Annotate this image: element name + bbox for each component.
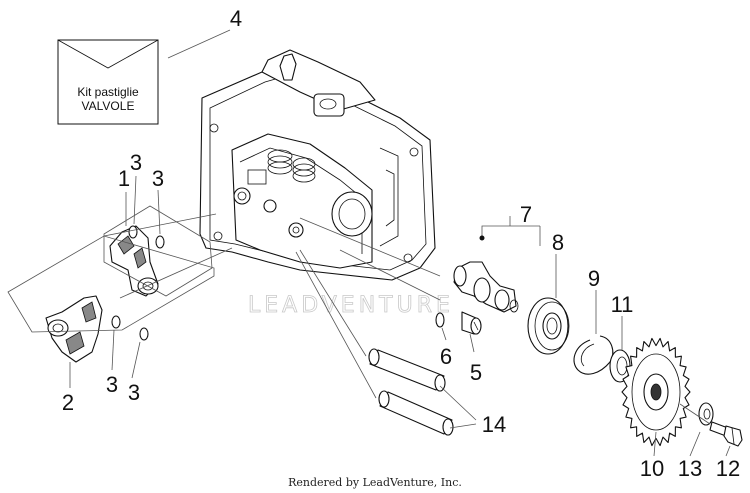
callout-1: 1 — [118, 166, 130, 191]
callout-3: 3 — [130, 150, 142, 175]
shim — [155, 235, 165, 249]
bolt — [709, 421, 743, 447]
kit-envelope: Kit pastiglie VALVOLE — [57, 39, 159, 125]
callout-11: 11 — [611, 292, 634, 317]
watermark: LEADVENTURE — [248, 293, 454, 318]
small-washer — [435, 312, 445, 328]
callout-3: 3 — [106, 372, 118, 397]
callout-9: 9 — [588, 266, 600, 291]
shim — [128, 225, 138, 239]
callout-6: 6 — [440, 344, 452, 369]
callout-8: 8 — [552, 230, 564, 255]
dowel-pin-lower — [378, 390, 454, 436]
kit-line-2: VALVOLE — [82, 99, 135, 113]
rocker-arm-lower — [45, 295, 103, 363]
kit-line-1: Kit pastiglie — [77, 85, 139, 99]
callout-3: 3 — [128, 380, 140, 405]
camshaft — [453, 261, 519, 313]
bearing — [527, 297, 570, 355]
shim — [139, 327, 149, 341]
washer-small — [698, 402, 714, 426]
callout-5: 5 — [470, 360, 482, 385]
screw — [461, 311, 482, 335]
callout-13: 13 — [678, 456, 702, 481]
sprocket — [621, 337, 691, 447]
circlip — [573, 335, 614, 375]
callout-4: 4 — [230, 6, 242, 31]
cylinder-head — [199, 49, 436, 281]
callout-7: 7 — [520, 202, 532, 227]
callout-10: 10 — [640, 456, 664, 481]
shim — [111, 315, 121, 329]
dowel-pin-upper — [368, 348, 446, 392]
callout-3: 3 — [152, 166, 164, 191]
callout-14: 14 — [482, 412, 506, 437]
footer-credit: Rendered by LeadVenture, Inc. — [288, 476, 462, 489]
callout-2: 2 — [62, 390, 74, 415]
callout-12: 12 — [716, 456, 740, 481]
